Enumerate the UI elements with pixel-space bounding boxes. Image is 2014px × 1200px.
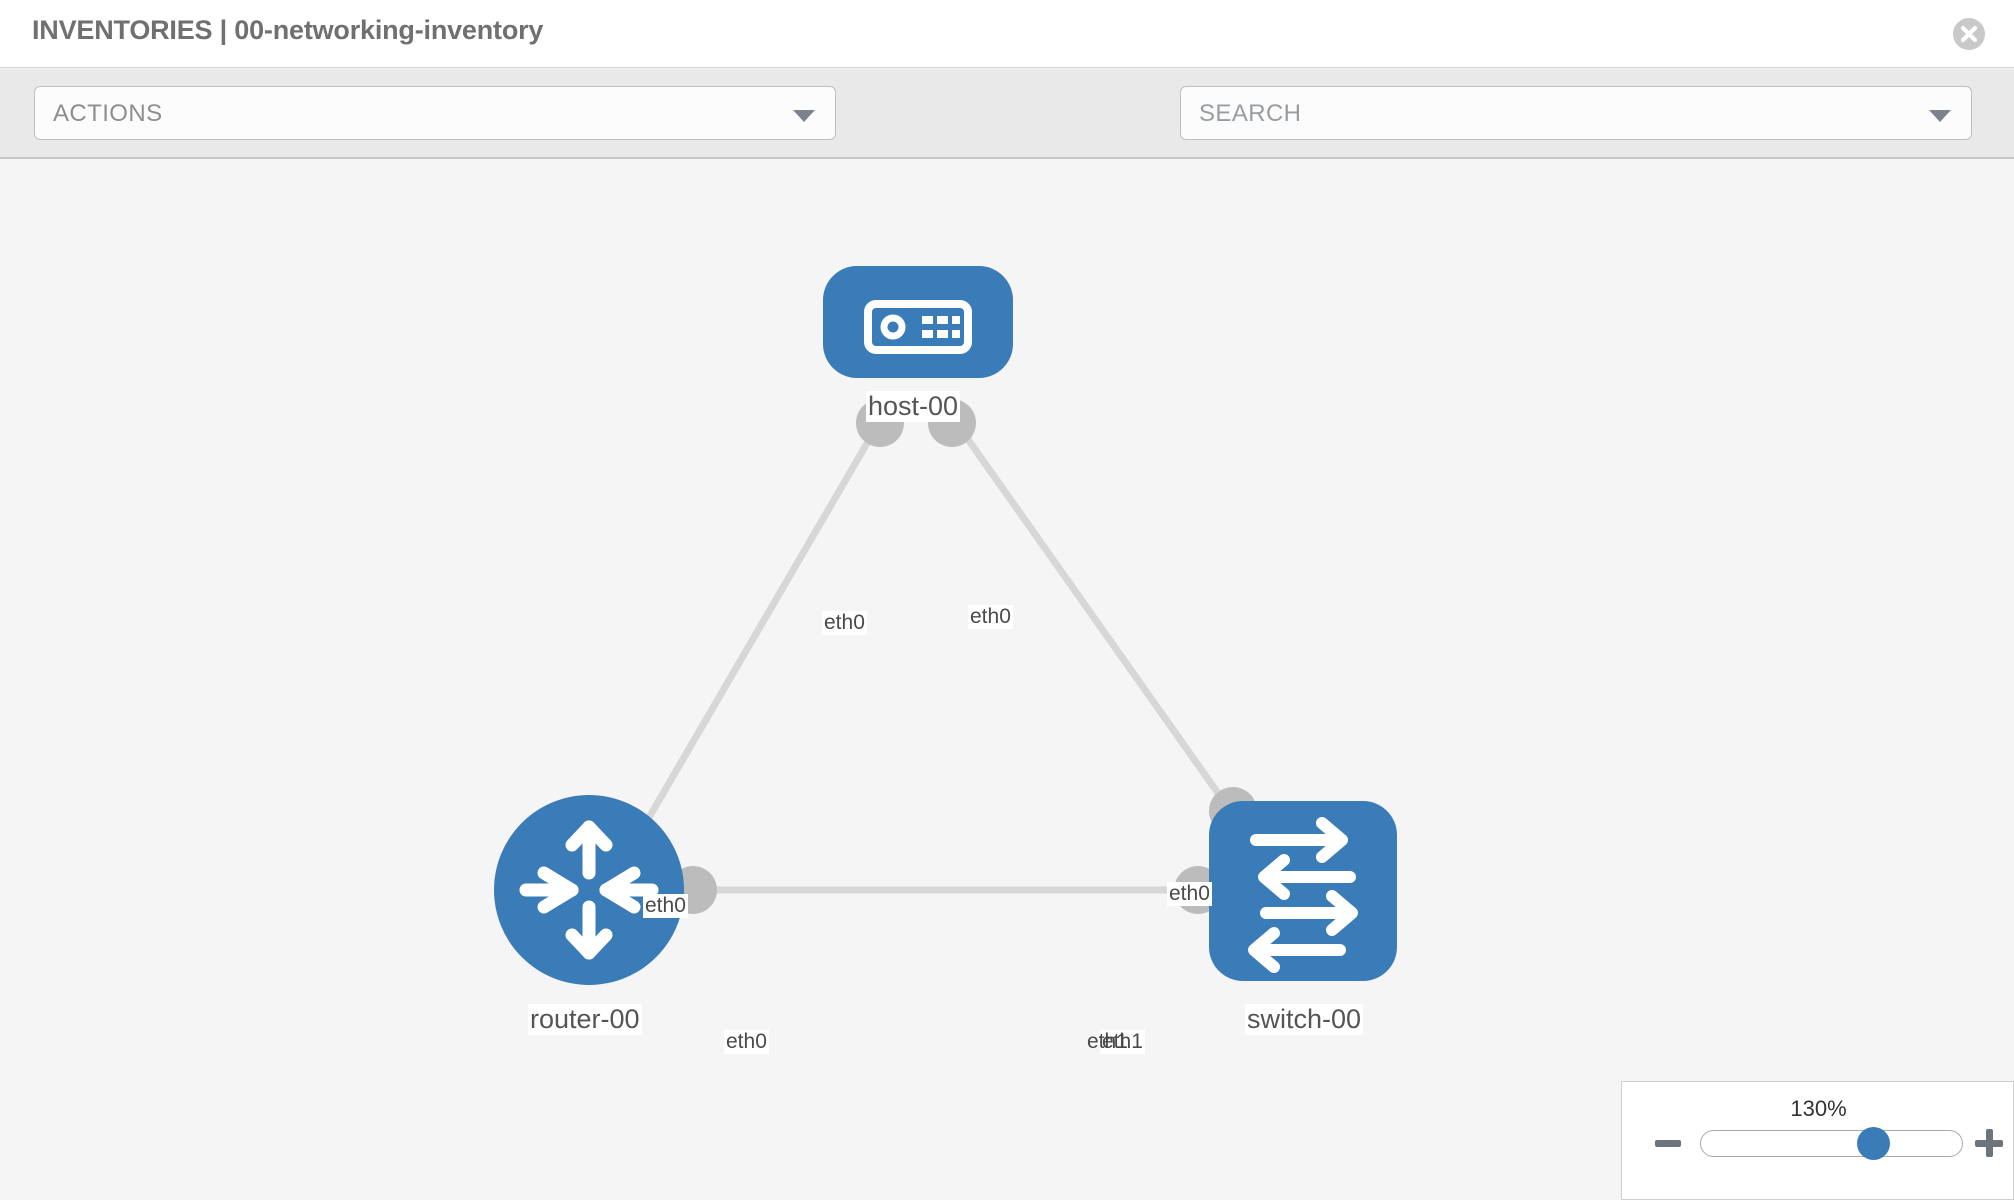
iface-label: eth0 [822,611,867,635]
zoom-level-value: 130% [1790,1096,1847,1121]
search-input[interactable]: SEARCH [1180,86,1972,140]
iface-label: eth0 [968,605,1013,629]
page-title: INVENTORIES | 00-networking-inventory [32,15,544,45]
zoom-control-panel: 130% [1621,1081,2014,1200]
server-icon [864,300,972,354]
zoom-slider[interactable] [1700,1130,1963,1157]
toolbar: ACTIONS SEARCH [0,69,2014,198]
zoom-slider-thumb[interactable] [1857,1127,1890,1160]
chevron-down-icon[interactable] [1929,110,1951,122]
node-router-00 [494,795,684,985]
actions-dropdown-label: ACTIONS [53,100,163,127]
link-host-switch [952,418,1235,816]
iface-label: eth0 [643,894,688,918]
iface-label: eth0 [724,1030,769,1054]
node-label-host-00: host-00 [866,391,961,422]
iface-label-overlap: eth1 [1087,1030,1128,1053]
node-host-00 [823,266,1013,378]
zoom-in-button[interactable] [1975,1129,2003,1157]
close-icon[interactable] [1952,17,1986,51]
chevron-down-icon [793,110,815,122]
search-placeholder: SEARCH [1199,100,1302,127]
page-header: INVENTORIES | 00-networking-inventory [0,0,2014,68]
iface-label: eth0 [1167,882,1212,906]
switch-icon [1248,817,1358,973]
node-label-switch-00: switch-00 [1245,1004,1364,1035]
topology-canvas[interactable]: host-00 router-00 switch-00 eth0 eth0 et… [0,161,2014,1200]
node-label-router-00: router-00 [528,1004,642,1035]
actions-dropdown[interactable]: ACTIONS [34,86,836,140]
topology-graph [494,266,1397,985]
zoom-out-button[interactable] [1655,1140,1681,1147]
iface-label: eth1 [1100,1030,1145,1054]
link-host-router [636,419,884,835]
router-icon [519,820,659,960]
node-switch-00 [1209,801,1397,981]
